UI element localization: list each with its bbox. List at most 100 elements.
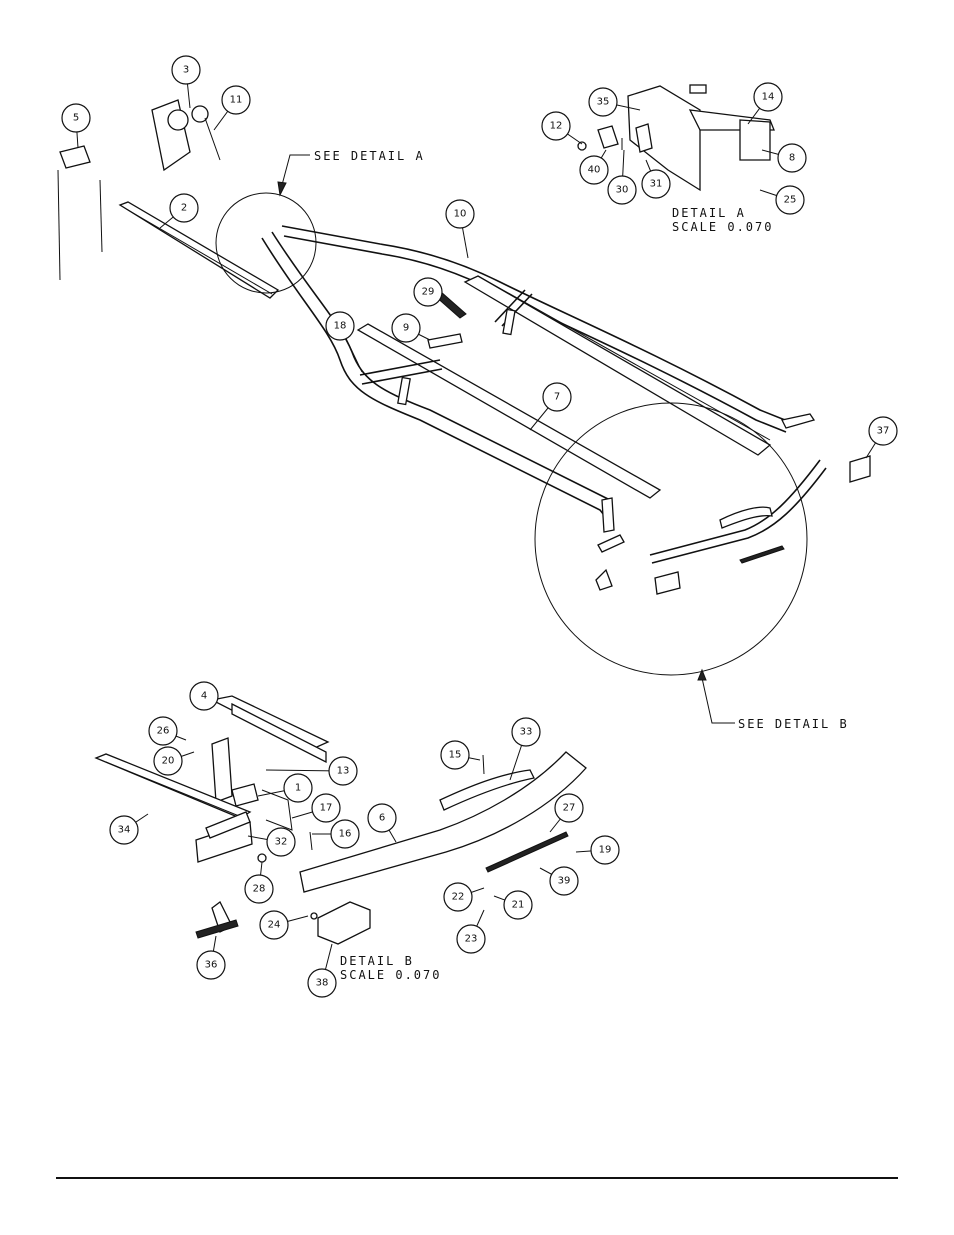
callout-balloon: 11	[213, 85, 251, 131]
callout-circle	[148, 716, 178, 746]
detail-b-scale: SCALE 0.070	[340, 968, 441, 982]
detail-b-circle	[534, 402, 808, 676]
callout-balloon: 10	[445, 199, 475, 259]
callout-number: 5	[73, 113, 79, 124]
callout-balloon: 14	[747, 82, 783, 125]
callout-number: 25	[784, 195, 797, 206]
callout-number: 37	[877, 426, 890, 437]
callout-circle	[542, 382, 572, 412]
callout-balloon: 26	[148, 716, 187, 746]
callout-number: 13	[337, 766, 350, 777]
callout-circle	[588, 87, 618, 117]
callout-balloon: 37	[865, 416, 898, 459]
callout-balloon: 5	[61, 103, 91, 149]
callout-balloon: 21	[493, 890, 533, 920]
callout-balloon: 24	[259, 910, 309, 940]
callout-number: 30	[616, 185, 629, 196]
callout-circle	[169, 193, 199, 223]
callout-number: 31	[650, 179, 663, 190]
callout-balloon: 40	[579, 149, 609, 185]
callout-balloon: 9	[391, 313, 431, 343]
see-detail-b-label: SEE DETAIL B	[738, 717, 849, 731]
callout-circle	[443, 882, 473, 912]
callout-circle	[607, 175, 637, 205]
callout-number: 7	[554, 392, 560, 403]
callout-circle	[307, 968, 337, 998]
callout-number: 24	[268, 920, 281, 931]
callout-circle	[503, 890, 533, 920]
callout-balloon: 18	[325, 311, 363, 373]
detail-a-circle	[215, 192, 317, 294]
callout-balloon: 30	[607, 149, 637, 205]
callout-balloon: 34	[109, 813, 149, 845]
callout-number: 27	[563, 803, 576, 814]
callout-balloon: 31	[641, 159, 671, 199]
see-detail-b-leader: SEE DETAIL B	[697, 668, 849, 731]
callout-balloon: 8	[761, 143, 807, 173]
callout-circle	[554, 793, 584, 823]
callout-number: 38	[316, 978, 329, 989]
callout-circle	[868, 416, 898, 446]
callout-number: 26	[157, 726, 170, 737]
callout-balloon: 29	[413, 277, 443, 307]
callout-number: 34	[118, 825, 131, 836]
callout-number: 4	[201, 691, 207, 702]
detail-a-scale: SCALE 0.070	[672, 220, 773, 234]
callout-circle	[266, 827, 296, 857]
callout-number: 39	[558, 876, 571, 887]
callout-circle	[440, 740, 470, 770]
callout-balloon: 16	[312, 819, 360, 849]
callout-circle	[391, 313, 421, 343]
callout-number: 21	[512, 900, 525, 911]
callout-number: 17	[320, 803, 333, 814]
main-trailer-frame	[57, 99, 871, 595]
callout-number: 20	[162, 756, 175, 767]
callout-balloon: 33	[509, 717, 541, 781]
callout-balloon: 3	[171, 55, 201, 109]
callout-circle	[171, 55, 201, 85]
callout-balloon: 19	[575, 835, 620, 865]
callout-balloon: 15	[440, 740, 481, 770]
callout-number: 22	[452, 892, 465, 903]
callout-number: 11	[230, 95, 243, 106]
see-detail-a-label: SEE DETAIL A	[314, 149, 425, 163]
callout-circle	[641, 169, 671, 199]
callout-balloon: 38	[307, 943, 337, 998]
callout-number: 16	[339, 829, 352, 840]
detail-b-title: DETAIL B	[340, 954, 414, 968]
callout-balloon: 1	[257, 773, 313, 803]
callout-circle	[328, 756, 358, 786]
callout-balloon: 27	[549, 793, 584, 833]
callout-number: 28	[253, 884, 266, 895]
callout-balloon: 32	[247, 827, 296, 857]
callout-balloon: 28	[244, 861, 274, 904]
callout-circle	[753, 82, 783, 112]
callout-circle	[189, 681, 219, 711]
callout-circle	[367, 803, 397, 833]
callout-balloon: 7	[529, 382, 572, 431]
callout-circle	[549, 866, 579, 896]
callout-circle	[311, 793, 341, 823]
callout-circle	[445, 199, 475, 229]
callout-balloon: 2	[159, 193, 199, 229]
detail-a-title: DETAIL A	[672, 206, 746, 220]
callout-number: 2	[181, 203, 187, 214]
callout-circle	[153, 746, 183, 776]
callout-balloon: 12	[541, 111, 583, 145]
callout-circle	[221, 85, 251, 115]
callout-number: 33	[520, 727, 533, 738]
callout-number: 35	[597, 97, 610, 108]
callout-number: 8	[789, 153, 795, 164]
callout-number: 9	[403, 323, 409, 334]
callout-number: 36	[205, 960, 218, 971]
callout-circle	[775, 185, 805, 215]
callout-circle	[109, 815, 139, 845]
callout-circle	[244, 874, 274, 904]
callout-balloon: 39	[539, 866, 579, 896]
callout-balloon: 35	[588, 87, 641, 117]
callout-number: 19	[599, 845, 612, 856]
callout-circle	[541, 111, 571, 141]
see-detail-a-leader: SEE DETAIL A	[277, 149, 425, 197]
